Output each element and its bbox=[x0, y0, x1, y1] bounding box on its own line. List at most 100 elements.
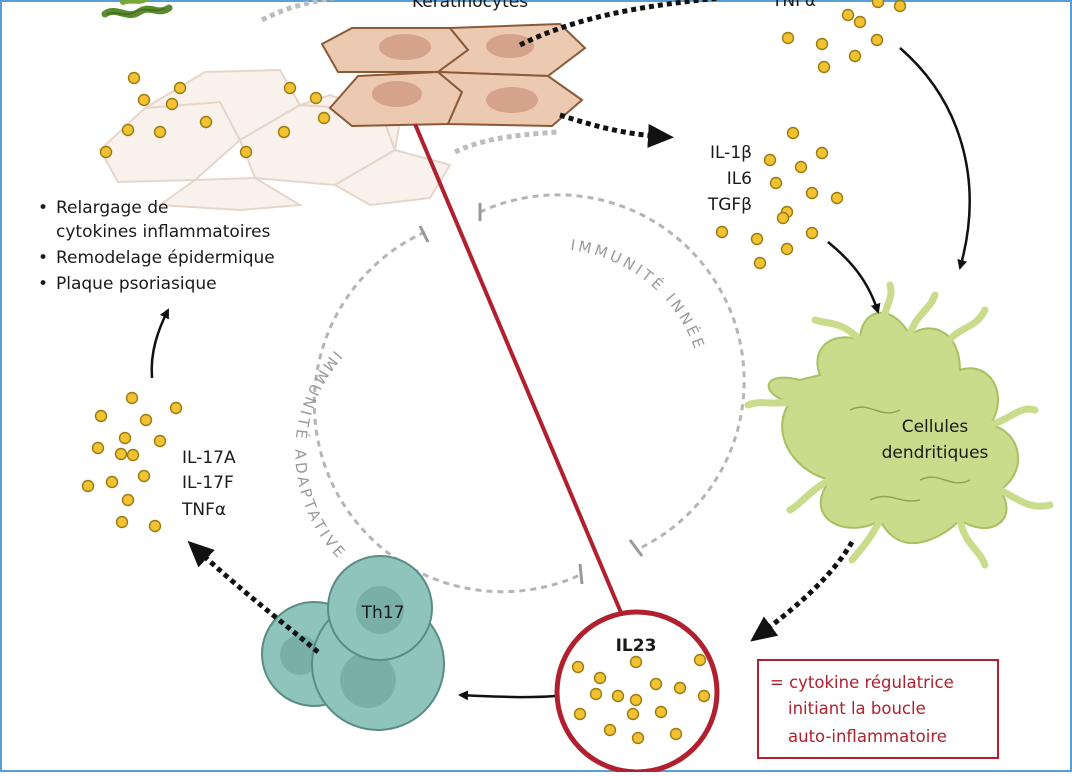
cytokine-dot bbox=[753, 256, 767, 270]
cytokine-dot bbox=[693, 653, 707, 667]
cytokine-dot bbox=[603, 723, 617, 737]
th17-label: Th17 bbox=[361, 603, 405, 623]
cytokine-dot bbox=[697, 689, 711, 703]
cytokine-dot bbox=[115, 515, 129, 529]
cytokine-dot bbox=[893, 0, 907, 13]
il17a-label: IL-17A bbox=[182, 448, 236, 468]
cytokine-dot bbox=[121, 123, 135, 137]
bullet-3: • bbox=[38, 274, 48, 294]
dendritic-cell bbox=[744, 281, 1054, 569]
keratinocyte-cluster bbox=[320, 22, 587, 128]
cytokine-dot bbox=[317, 111, 331, 125]
cytokine-dot bbox=[769, 176, 783, 190]
cytokine-dot bbox=[871, 0, 885, 9]
cytokine-dot bbox=[137, 93, 151, 107]
dendritic-label-line-2: dendritiques bbox=[882, 443, 989, 463]
cytokine-dot bbox=[848, 49, 862, 63]
th17-cell-cluster bbox=[261, 555, 445, 731]
cytokine-dot bbox=[780, 242, 794, 256]
cytokine-dot bbox=[114, 447, 128, 461]
cytokine-dot bbox=[283, 81, 297, 95]
il23-note-line-2: initiant la boucle bbox=[788, 699, 926, 718]
cytokine-dot bbox=[763, 153, 777, 167]
cytokine-dot bbox=[841, 8, 855, 22]
microbe-icon bbox=[101, 0, 173, 19]
il23-note-line-1: = cytokine régulatrice bbox=[770, 673, 954, 692]
il23-link-line bbox=[413, 123, 624, 616]
cytokine-dot bbox=[589, 687, 603, 701]
cytokine-dot bbox=[118, 431, 132, 445]
cytokine-dot bbox=[611, 689, 625, 703]
dendritic-label-line-1: Cellules bbox=[902, 417, 969, 437]
cytokine-dot bbox=[99, 145, 113, 159]
cytokine-dot bbox=[629, 693, 643, 707]
cytokine-dot bbox=[309, 91, 323, 105]
effect-line-2: cytokines inflammatoires bbox=[56, 222, 271, 242]
cytokine-dot bbox=[173, 81, 187, 95]
cytokine-dot bbox=[805, 186, 819, 200]
il23-note-box bbox=[757, 659, 999, 759]
cytokine-dot bbox=[794, 160, 808, 174]
immunity-cycle-ring bbox=[312, 193, 746, 594]
cytokine-dot bbox=[148, 519, 162, 533]
cytokine-dot bbox=[830, 191, 844, 205]
cytokine-dot bbox=[91, 441, 105, 455]
bullet-1: • bbox=[38, 198, 48, 218]
cytokine-dot bbox=[853, 15, 867, 29]
cytokine-dot bbox=[715, 225, 729, 239]
cytokine-dot bbox=[786, 126, 800, 140]
cytokine-dot bbox=[277, 125, 291, 139]
effect-line-1: Relargage de bbox=[56, 198, 168, 218]
cytokine-dot bbox=[105, 475, 119, 489]
effects-list: • Relargage de cytokines inflammatoires … bbox=[38, 198, 275, 294]
cytokine-dot bbox=[81, 479, 95, 493]
cytokine-dot bbox=[815, 37, 829, 51]
il1b-label: IL-1β bbox=[710, 143, 752, 163]
cytokine-dot bbox=[571, 660, 585, 674]
cytokine-dot bbox=[139, 413, 153, 427]
cytokine-dot bbox=[805, 226, 819, 240]
cytokine-dot bbox=[125, 391, 139, 405]
flow-arrows bbox=[150, 0, 971, 701]
cytokine-dot bbox=[781, 31, 795, 45]
cytokine-dot bbox=[750, 232, 764, 246]
il23-note-line-3: auto-inflammatoire bbox=[788, 727, 947, 746]
cytokine-dot bbox=[239, 145, 253, 159]
effect-line-3: Remodelage épidermique bbox=[56, 248, 275, 268]
cytokine-dot bbox=[165, 97, 179, 111]
cytokine-dot bbox=[673, 681, 687, 695]
tgfb-label: TGFβ bbox=[707, 195, 752, 215]
cytokine-dot bbox=[870, 33, 884, 47]
cytokine-dot bbox=[629, 655, 643, 669]
top-tnf-label: TNFα bbox=[771, 0, 816, 11]
th17-tnf-label: TNFα bbox=[181, 500, 226, 520]
il6-label: IL6 bbox=[727, 169, 752, 189]
cytokine-dot bbox=[654, 705, 668, 719]
il17f-label: IL-17F bbox=[182, 473, 234, 493]
cytokine-dot bbox=[573, 707, 587, 721]
effect-line-4: Plaque psoriasique bbox=[56, 274, 217, 294]
cytokine-dot bbox=[817, 60, 831, 74]
keratinocytes-label: Keratinocytes bbox=[412, 0, 528, 12]
cytokine-dots bbox=[81, 0, 907, 745]
cytokine-dot bbox=[669, 727, 683, 741]
cytokine-dot bbox=[169, 401, 183, 415]
cytokine-dot bbox=[137, 469, 151, 483]
cytokine-dot bbox=[126, 448, 140, 462]
cytokine-dot bbox=[153, 434, 167, 448]
cytokine-dot bbox=[631, 731, 645, 745]
cytokine-dot bbox=[649, 677, 663, 691]
ring-inhibition-ticks bbox=[418, 203, 644, 585]
cytokine-dot bbox=[199, 115, 213, 129]
cytokine-dot bbox=[626, 707, 640, 721]
bullet-2: • bbox=[38, 248, 48, 268]
il23-label: IL23 bbox=[616, 636, 657, 656]
cytokine-dot bbox=[121, 493, 135, 507]
cytokine-dot bbox=[593, 671, 607, 685]
cytokine-dot bbox=[776, 211, 790, 225]
cytokine-dot bbox=[815, 146, 829, 160]
cytokine-dot bbox=[127, 71, 141, 85]
